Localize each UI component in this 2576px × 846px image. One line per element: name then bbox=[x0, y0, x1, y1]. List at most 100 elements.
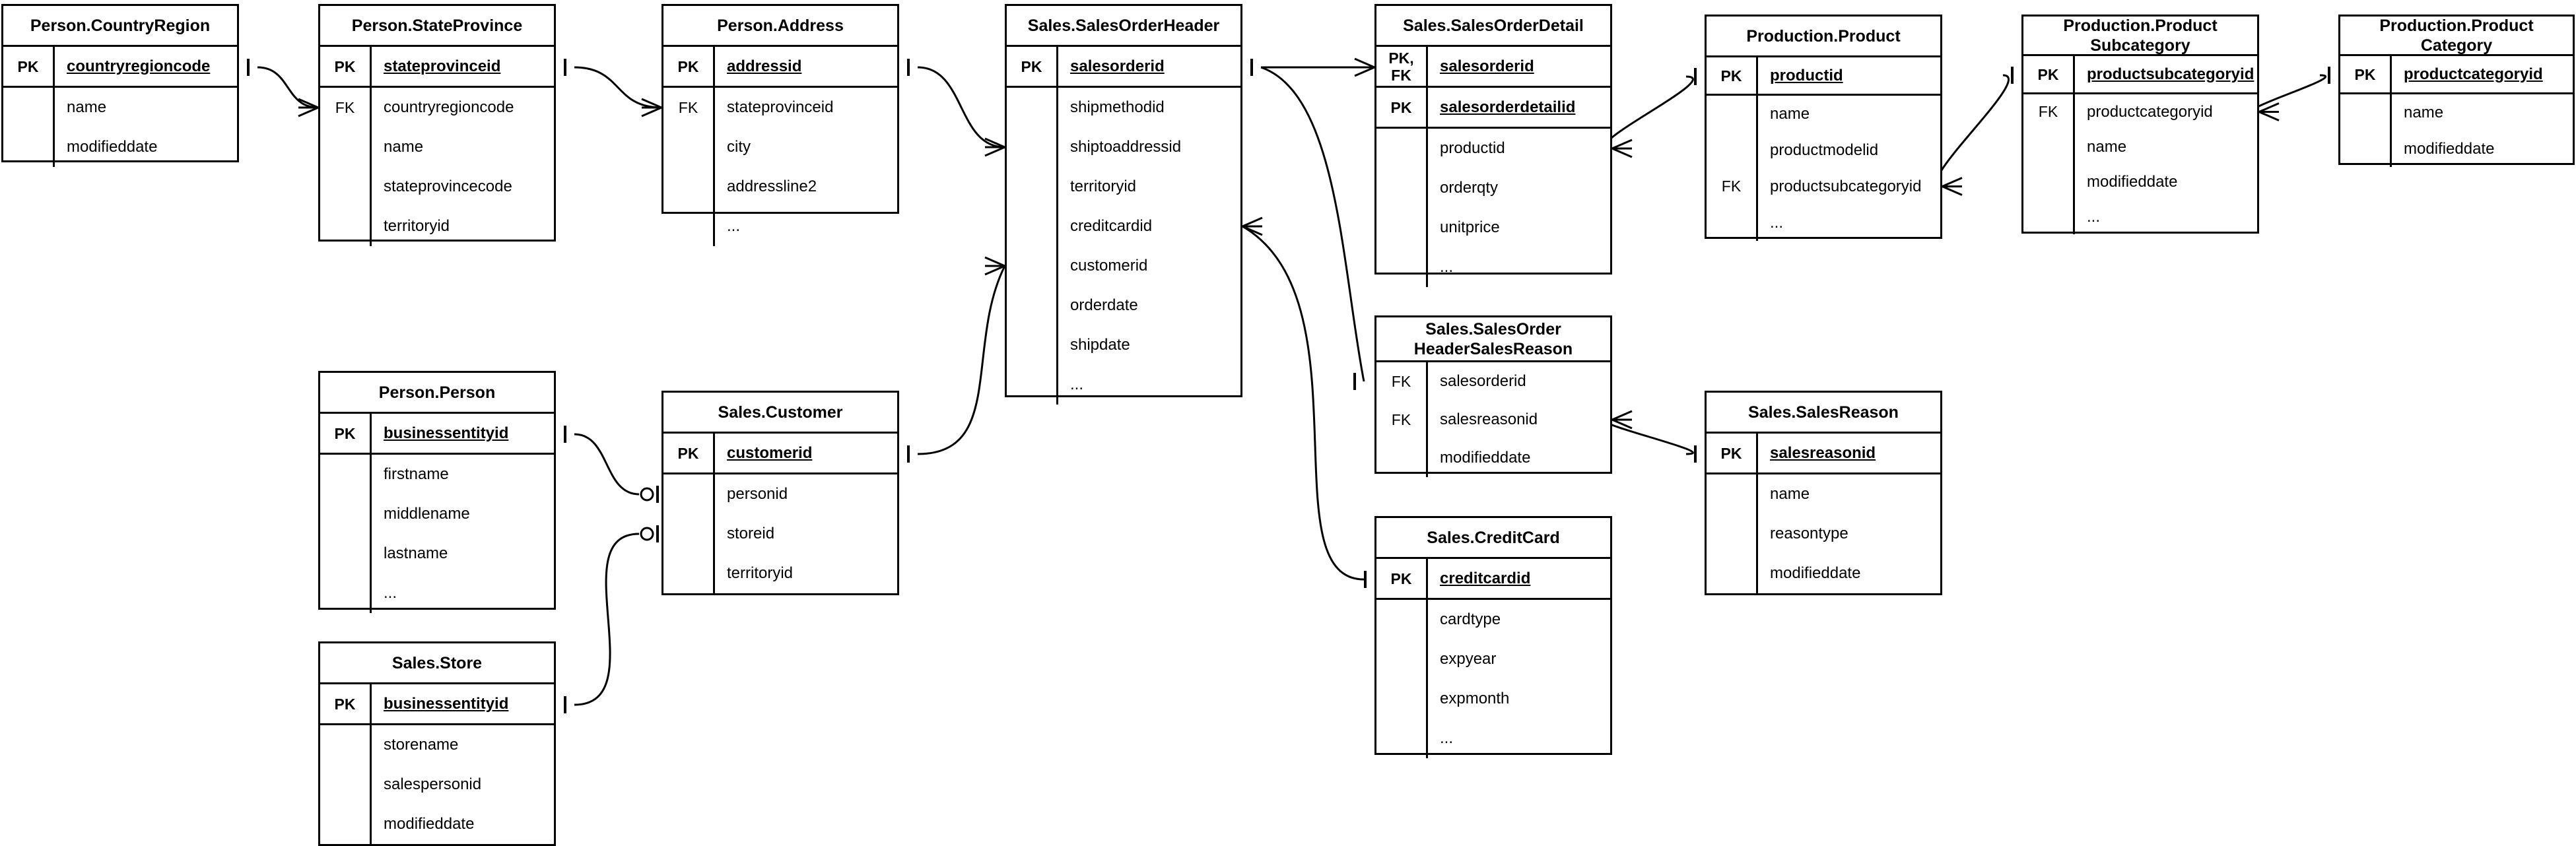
attribute-row[interactable]: salesreasonid bbox=[1440, 410, 1538, 428]
attribute-row[interactable]: modifieddate bbox=[2404, 139, 2495, 158]
attribute-row[interactable]: orderdate bbox=[1070, 296, 1138, 314]
connector-segment bbox=[298, 98, 319, 109]
attribute-row[interactable]: ... bbox=[727, 217, 741, 235]
attribute-row[interactable]: countryregioncode bbox=[384, 98, 514, 116]
attribute-row[interactable]: name bbox=[2404, 103, 2444, 121]
attribute-row[interactable]: name bbox=[384, 138, 424, 156]
attribute-row[interactable]: cardtype bbox=[1440, 610, 1501, 628]
attribute-row[interactable]: ... bbox=[1770, 213, 1784, 232]
attribute-row[interactable]: stateprovincecode bbox=[384, 178, 512, 195]
entity-title: Sales.SalesReason bbox=[1707, 393, 1940, 434]
attribute-row[interactable]: name bbox=[67, 98, 107, 116]
attribute-row[interactable]: personid bbox=[727, 485, 788, 503]
attribute-row[interactable]: ... bbox=[1440, 258, 1454, 276]
attribute-row[interactable]: territoryid bbox=[1070, 178, 1137, 195]
attribute-row[interactable]: name bbox=[2087, 137, 2127, 156]
attribute-row[interactable]: salesorderid bbox=[1440, 372, 1526, 390]
attribute-row[interactable]: ... bbox=[1070, 375, 1084, 393]
attribute-row[interactable]: unitprice bbox=[1440, 218, 1500, 236]
attribute-row[interactable]: modifieddate bbox=[1440, 449, 1531, 467]
attribute-row[interactable]: creditcardid bbox=[1070, 217, 1153, 235]
attribute-row[interactable]: middlename bbox=[384, 505, 470, 523]
attribute-row[interactable]: name bbox=[1770, 104, 1810, 123]
attribute-row[interactable]: orderqty bbox=[1440, 179, 1499, 197]
attribute-key-column: FK bbox=[2023, 94, 2075, 234]
attribute-block: name modifieddate bbox=[2340, 94, 2573, 167]
attribute-key-badge bbox=[2340, 94, 2390, 131]
attribute-row[interactable]: productsubcategoryid bbox=[1770, 177, 1922, 195]
attribute-row[interactable]: expmonth bbox=[1440, 690, 1510, 707]
attribute-row[interactable]: modifieddate bbox=[67, 138, 158, 156]
attribute-row[interactable]: productmodelid bbox=[1770, 141, 1879, 159]
attribute-row[interactable]: ... bbox=[384, 584, 397, 602]
attribute-key-badge bbox=[2023, 129, 2073, 164]
attribute-row[interactable]: lastname bbox=[384, 544, 448, 562]
attribute-row[interactable]: shiptoaddressid bbox=[1070, 138, 1182, 156]
attribute-row[interactable]: addressline2 bbox=[727, 178, 817, 195]
attribute-row[interactable]: ... bbox=[1440, 729, 1454, 747]
attribute-row[interactable]: territoryid bbox=[384, 217, 450, 235]
attribute-row[interactable]: stateprovinceid bbox=[727, 98, 834, 116]
attribute-row[interactable]: territoryid bbox=[727, 564, 794, 582]
attribute-row[interactable]: shipdate bbox=[1070, 336, 1130, 354]
attribute-row[interactable]: modifieddate bbox=[2087, 172, 2178, 191]
attribute-row[interactable]: customerid bbox=[1070, 257, 1148, 275]
attribute-name-column: name productmodelid productsubcategoryid..… bbox=[1758, 96, 1940, 241]
attribute-key-badge bbox=[1376, 719, 1426, 758]
attribute-key-column bbox=[2340, 94, 2392, 167]
attribute-block: productid orderqty unitprice... bbox=[1376, 129, 1610, 287]
connector-segment bbox=[1611, 147, 1633, 158]
attribute-row[interactable]: storename bbox=[384, 736, 459, 754]
key-badge: PK bbox=[320, 47, 372, 86]
attribute-row[interactable]: modifieddate bbox=[384, 815, 475, 833]
attribute-row[interactable]: expyear bbox=[1440, 650, 1497, 668]
attribute-row[interactable]: productcategoryid bbox=[2087, 102, 2213, 121]
attribute-row[interactable]: firstname bbox=[384, 465, 449, 483]
attribute-row[interactable]: reasontype bbox=[1770, 525, 1848, 542]
attribute-row[interactable]: modifieddate bbox=[1770, 564, 1861, 582]
attribute-row[interactable]: shipmethodid bbox=[1070, 98, 1165, 116]
attribute-row[interactable]: productid bbox=[1440, 139, 1505, 157]
attribute-row[interactable]: salespersonid bbox=[384, 775, 482, 793]
attribute-row[interactable]: city bbox=[727, 138, 751, 156]
attribute-block: FK productcategoryid name modifieddate... bbox=[2023, 94, 2257, 234]
connector-segment bbox=[1942, 185, 1963, 196]
key-badge: PK, FK bbox=[1376, 47, 1428, 86]
attribute-row[interactable]: ... bbox=[2087, 207, 2101, 226]
attribute-row[interactable]: storeid bbox=[727, 525, 775, 542]
entity-title: Production.Product Subcategory bbox=[2023, 16, 2257, 56]
attribute-key-column: FK bbox=[663, 88, 715, 246]
attribute-row[interactable]: name bbox=[1770, 485, 1810, 503]
attribute-name-column: firstname middlename lastname... bbox=[372, 455, 554, 613]
attribute-key-badge bbox=[1707, 96, 1756, 132]
entity-title: Person.Address bbox=[663, 6, 897, 47]
